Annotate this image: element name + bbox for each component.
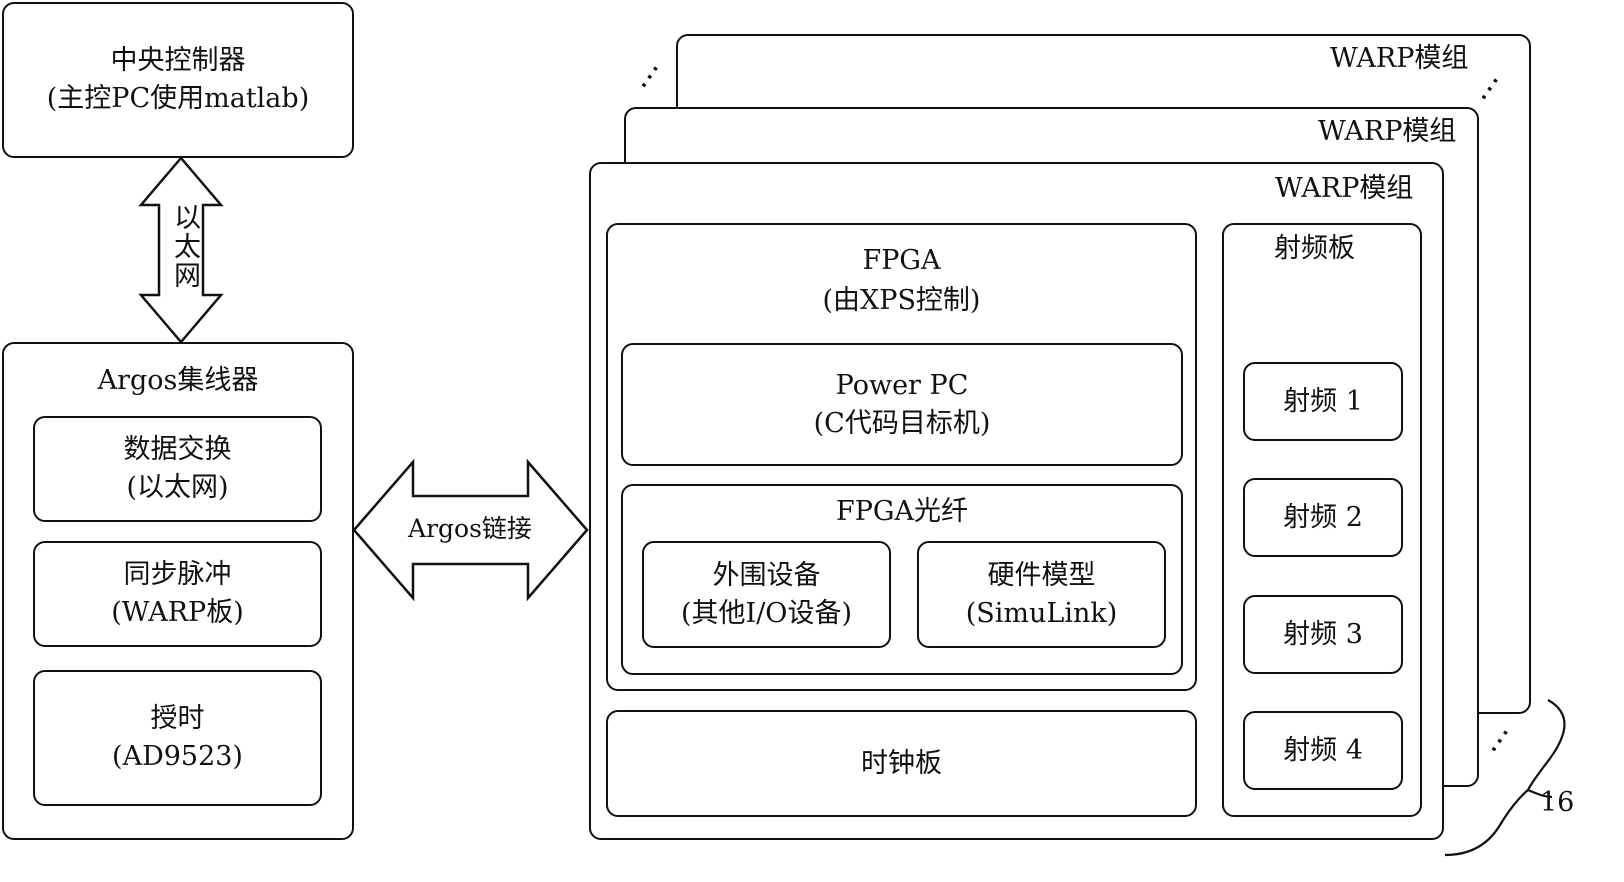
peripheral-title: 外围设备 xyxy=(712,559,821,591)
power-pc-box: Power PC (C代码目标机) xyxy=(621,343,1183,466)
argos-hub-title: Argos集线器 xyxy=(97,365,259,396)
data-exchange-box: 数据交换 (以太网) xyxy=(33,416,322,522)
rf-channel-2-box: 射频 2 xyxy=(1243,478,1403,557)
argos-link-label: Argos链接 xyxy=(408,514,532,543)
hardware-model-title: 硬件模型 xyxy=(987,559,1096,591)
timing-title: 授时 xyxy=(150,703,205,734)
sync-pulse-subtitle: (WARP板) xyxy=(111,597,244,628)
rf-board-title: 射频板 xyxy=(1274,233,1355,264)
module-count-label: 16 xyxy=(1540,787,1575,818)
rf-channel-4-box: 射频 4 xyxy=(1243,711,1403,790)
power-pc-subtitle: (C代码目标机) xyxy=(813,407,991,439)
clock-board-box: 时钟板 xyxy=(606,710,1197,817)
rf-channel-2-label: 射频 2 xyxy=(1283,501,1363,533)
data-exchange-title: 数据交换 xyxy=(123,434,232,465)
data-exchange-subtitle: (以太网) xyxy=(126,472,229,503)
power-pc-title: Power PC xyxy=(835,369,969,401)
rf-channel-3-label: 射频 3 xyxy=(1283,618,1363,650)
sync-pulse-box: 同步脉冲 (WARP板) xyxy=(33,541,322,647)
argos-link-double-arrow xyxy=(352,458,589,602)
hardware-model-subtitle: (SimuLink) xyxy=(965,597,1118,629)
rf-channel-1-box: 射频 1 xyxy=(1243,362,1403,441)
peripheral-subtitle: (其他I/O设备) xyxy=(681,597,852,629)
sync-pulse-title: 同步脉冲 xyxy=(123,559,232,590)
timing-subtitle: (AD9523) xyxy=(112,741,243,772)
warp-module-front-label: WARP模组 xyxy=(1275,173,1414,204)
warp-module-middle-label: WARP模组 xyxy=(1318,116,1457,147)
central-controller-title: 中央控制器 xyxy=(110,45,246,76)
warp-module-back-label: WARP模组 xyxy=(1330,43,1469,74)
timing-box: 授时 (AD9523) xyxy=(33,670,322,806)
central-controller-subtitle: (主控PC使用matlab) xyxy=(46,83,310,114)
clock-board-label: 时钟板 xyxy=(861,747,942,779)
rf-channel-3-box: 射频 3 xyxy=(1243,595,1403,674)
fpga-fiber-title: FPGA光纤 xyxy=(836,496,968,527)
rf-channel-4-label: 射频 4 xyxy=(1283,734,1363,766)
central-controller-box: 中央控制器 (主控PC使用matlab) xyxy=(2,2,354,158)
peripheral-box: 外围设备 (其他I/O设备) xyxy=(642,541,891,648)
fpga-title: FPGA xyxy=(862,245,941,276)
hardware-model-box: 硬件模型 (SimuLink) xyxy=(917,541,1166,648)
ethernet-link-label: 以太网 xyxy=(169,203,200,290)
fpga-subtitle: (由XPS控制) xyxy=(822,285,981,316)
rf-channel-1-label: 射频 1 xyxy=(1283,385,1363,417)
